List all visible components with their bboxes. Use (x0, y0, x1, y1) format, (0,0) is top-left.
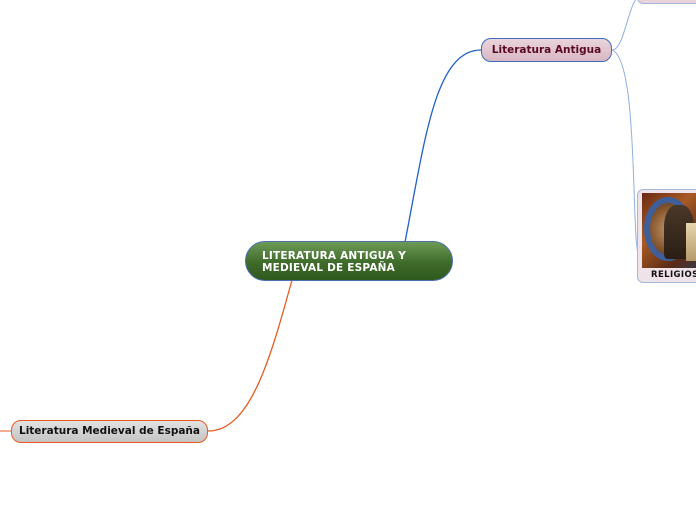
subtopic-religiosa-label: RELIGIOS (638, 270, 696, 280)
link-central-to-medieval (208, 280, 292, 431)
branch-literatura-antigua-label: Literatura Antigua (492, 44, 601, 56)
central-topic-line-1: LITERATURA ANTIGUA Y (262, 250, 442, 262)
branch-literatura-medieval[interactable]: Literatura Medieval de España (11, 420, 208, 443)
manuscript-image (642, 193, 696, 268)
branch-literatura-antigua[interactable]: Literatura Antigua (481, 38, 612, 62)
writing-desk-shape (686, 223, 696, 261)
link-antigua-to-religiosa (612, 50, 640, 260)
link-central-to-antigua (405, 50, 481, 242)
link-antigua-to-top (612, 0, 640, 50)
subtopic-top-partial[interactable] (637, 0, 696, 4)
central-topic[interactable]: LITERATURA ANTIGUA Y MEDIEVAL DE ESPAÑA (245, 241, 453, 281)
branch-literatura-medieval-label: Literatura Medieval de España (19, 425, 200, 437)
subtopic-religiosa[interactable]: RELIGIOS (637, 189, 696, 283)
central-topic-line-2: MEDIEVAL DE ESPAÑA (262, 262, 442, 274)
